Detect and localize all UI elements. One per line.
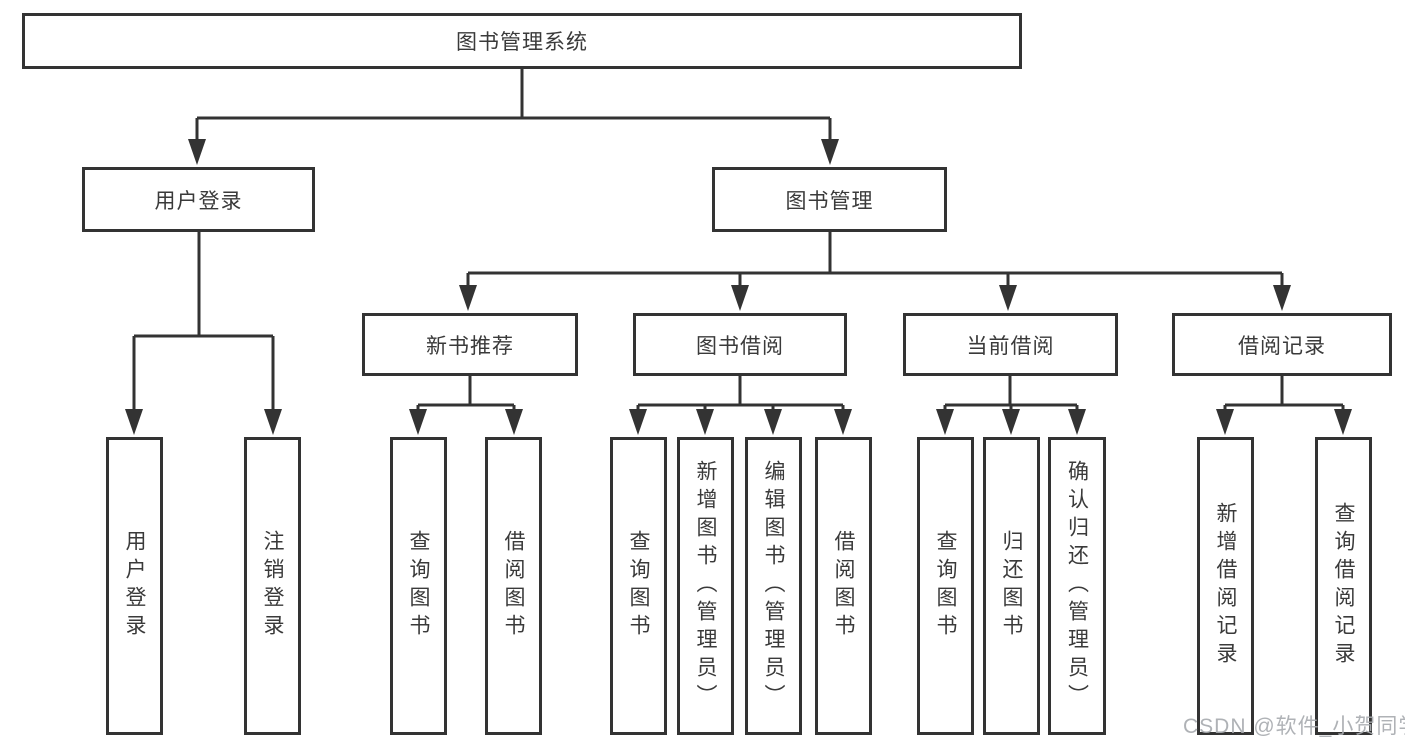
arrowhead — [1068, 409, 1086, 435]
node-label: 借阅图书 — [502, 530, 525, 642]
node-label: 图书管理系统 — [456, 31, 588, 54]
node-borrow-records: 借阅记录 — [1172, 313, 1392, 376]
node-add-books-admin: 新增图书（管理员） — [677, 437, 734, 735]
node-label: 用户登录 — [154, 189, 243, 213]
node-label: 归还图书 — [1000, 530, 1023, 642]
arrowhead — [1002, 409, 1020, 435]
node-new-book-recommend: 新书推荐 — [362, 313, 578, 376]
arrowhead — [1334, 409, 1352, 435]
node-label: 查询图书 — [934, 530, 957, 642]
connector-user-branch — [132, 232, 275, 411]
node-label: 查询图书 — [627, 530, 650, 642]
connector-group-recommend — [416, 376, 516, 411]
node-query-books: 查询图书 — [610, 437, 667, 735]
connector-root — [195, 69, 832, 141]
connector-book-branch — [466, 232, 1284, 287]
arrowhead — [505, 409, 523, 435]
node-query-books: 查询图书 — [390, 437, 447, 735]
connector-group-current — [943, 376, 1079, 411]
arrowhead — [459, 285, 477, 311]
node-label: 查询图书 — [407, 530, 430, 642]
node-edit-books-admin: 编辑图书（管理员） — [745, 437, 802, 735]
node-book-management: 图书管理 — [712, 167, 947, 232]
node-current-borrow: 当前借阅 — [903, 313, 1118, 376]
node-borrow-books: 借阅图书 — [815, 437, 872, 735]
node-label: 图书管理 — [785, 189, 874, 213]
node-user-login: 用户登录 — [106, 437, 163, 735]
node-logout: 注销登录 — [244, 437, 301, 735]
node-label: 当前借阅 — [966, 334, 1055, 358]
arrowhead — [188, 139, 206, 165]
arrowhead — [1216, 409, 1234, 435]
node-label: 注销登录 — [261, 530, 284, 642]
node-label: 新书推荐 — [426, 334, 514, 358]
csdn-watermark: CSDN @软件_小贺同学 — [1183, 715, 1405, 738]
arrowhead — [821, 139, 839, 165]
node-book-borrow: 图书借阅 — [633, 313, 847, 376]
node-label: 新增借阅记录 — [1214, 502, 1237, 670]
arrowhead — [764, 409, 782, 435]
arrowhead — [125, 409, 143, 435]
node-add-borrow-record: 新增借阅记录 — [1197, 437, 1254, 735]
node-borrow-books: 借阅图书 — [485, 437, 542, 735]
arrowhead — [629, 409, 647, 435]
connector-group-borrow — [636, 376, 845, 411]
arrowhead — [834, 409, 852, 435]
arrowhead — [696, 409, 714, 435]
node-label: 确认归还（管理员） — [1065, 460, 1089, 712]
node-label: 新增图书（管理员） — [694, 460, 717, 712]
node-label: 借阅记录 — [1238, 334, 1326, 358]
arrowhead — [731, 285, 749, 311]
node-query-borrow-record: 查询借阅记录 — [1315, 437, 1372, 735]
arrowhead — [936, 409, 954, 435]
node-label: 用户登录 — [123, 530, 146, 642]
node-label: 查询借阅记录 — [1332, 502, 1355, 670]
node-confirm-return-admin: 确认归还（管理员） — [1048, 437, 1106, 735]
arrowhead — [264, 409, 282, 435]
node-user-login-branch: 用户登录 — [82, 167, 315, 232]
node-root-system: 图书管理系统 — [22, 13, 1022, 69]
node-query-books: 查询图书 — [917, 437, 974, 735]
node-return-books: 归还图书 — [983, 437, 1040, 735]
connector-group-records — [1223, 375, 1345, 411]
node-label: 借阅图书 — [832, 530, 855, 642]
arrowhead — [999, 285, 1017, 311]
arrowhead — [409, 409, 427, 435]
arrowhead — [1273, 285, 1291, 311]
node-label: 编辑图书（管理员） — [762, 460, 785, 712]
node-label: 图书借阅 — [696, 334, 784, 358]
